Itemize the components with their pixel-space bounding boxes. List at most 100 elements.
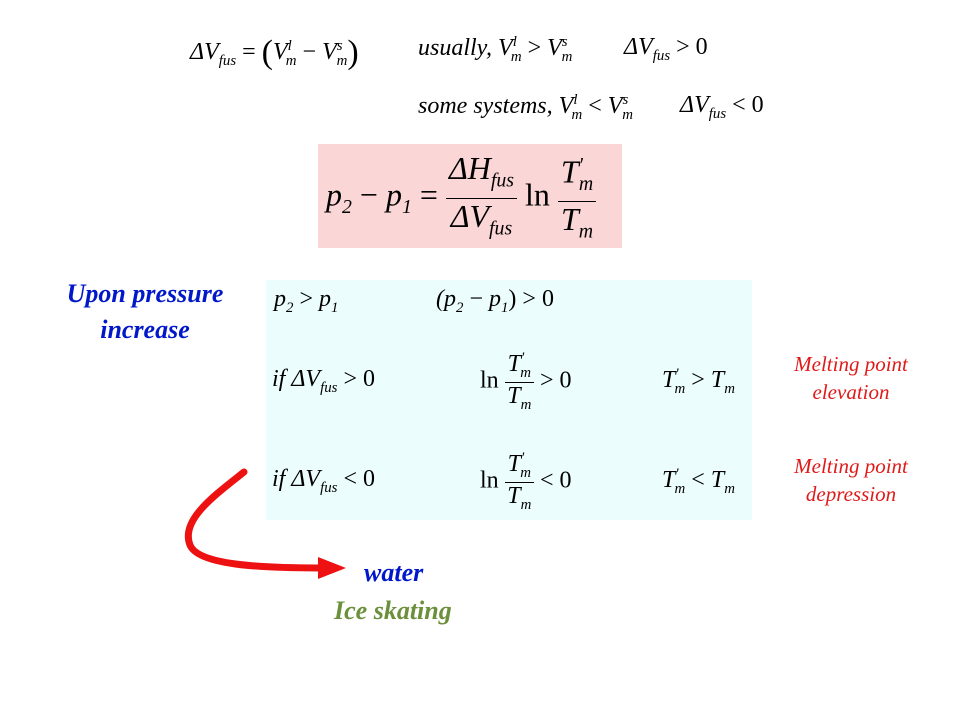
row-tm-depressed: T'm < Tm <box>662 466 735 498</box>
curved-arrow-icon <box>184 468 346 579</box>
ln-operator: ln <box>480 467 499 494</box>
m-sub: m <box>510 48 522 65</box>
l-sup: l <box>573 92 578 108</box>
t-symbol: T <box>507 482 521 509</box>
t-prime-symbol: T <box>662 367 676 393</box>
gt-zero: > 0 <box>676 34 708 60</box>
row-ln-negative: ln T'm Tm < 0 <box>480 450 572 514</box>
v-solid: V <box>322 39 337 65</box>
fus-sub: fus <box>320 479 338 496</box>
clapeyron-equation: p2 − p1 = ΔHfus ΔVfus ln T'm Tm <box>326 148 597 248</box>
m-sub: m <box>561 48 573 65</box>
m-sub: m <box>520 364 531 381</box>
l-sup: l <box>287 38 292 54</box>
melting-point-depression-note: Melting point depression <box>794 454 908 506</box>
sub-1: 1 <box>500 299 509 316</box>
sub-1: 1 <box>330 299 339 316</box>
t-prime-symbol: T <box>507 351 522 377</box>
some-systems-result: ΔVfus < 0 <box>680 92 764 123</box>
fus-sub: fus <box>489 217 513 240</box>
m-sub: m <box>520 396 532 413</box>
v-liquid: V <box>558 93 574 119</box>
fus-sub: fus <box>320 379 338 396</box>
m-sub: m <box>520 464 531 481</box>
m-sub: m <box>336 52 348 69</box>
fus-sub: fus <box>218 52 237 69</box>
s-sup: s <box>561 34 568 50</box>
t-symbol: T <box>710 467 725 493</box>
lt-zero: < 0 <box>539 467 572 494</box>
p2-symbol: p <box>274 286 286 312</box>
lt-zero: < 0 <box>343 466 375 492</box>
temperature-fraction: T'm Tm <box>504 350 534 414</box>
delta-v-fus-definition: ΔVfus = (Vlm − Vsm) <box>190 34 359 72</box>
less-than: < <box>691 467 705 493</box>
m-sub: m <box>724 480 735 497</box>
close-paren: ) <box>347 34 359 71</box>
dh-symbol: ΔH <box>448 150 491 187</box>
m-sub: m <box>520 496 532 513</box>
m-sub: m <box>674 380 686 397</box>
m-sub: m <box>571 106 583 123</box>
gt-zero: > 0 <box>343 366 375 392</box>
usually-line: usually, Vlm > Vsm <box>418 34 572 66</box>
row-p2-gt-p1: p2 > p1 <box>274 286 338 317</box>
clapeyron-equation-box <box>318 144 622 248</box>
less-than: < <box>588 93 602 119</box>
some-systems-label: some systems, <box>418 93 553 119</box>
s-sup: s <box>336 38 343 54</box>
m-sub: m <box>578 173 594 196</box>
prime-sup: ' <box>675 466 679 482</box>
greater-than: > <box>299 286 313 312</box>
dv-symbol: ΔV <box>680 92 709 118</box>
m-sub: m <box>622 106 633 123</box>
m-sub: m <box>578 220 594 243</box>
usually-label: usually, <box>418 35 493 61</box>
t-symbol: T <box>560 201 579 238</box>
minus-sign: − <box>302 39 317 65</box>
greater-than: > <box>527 35 542 61</box>
fus-sub: fus <box>708 105 727 122</box>
upon-pressure-increase-heading: Upon pressure increase <box>66 279 224 344</box>
t-prime-symbol: T <box>662 467 676 493</box>
v-solid: V <box>607 93 623 119</box>
dv-symbol: ΔV <box>624 34 653 60</box>
ice-skating-label: Ice skating <box>334 596 452 625</box>
m-sub: m <box>285 52 297 69</box>
temperature-fraction: T'm Tm <box>557 148 597 248</box>
condition-box <box>266 280 752 520</box>
t-prime-symbol: T <box>560 153 579 190</box>
usually-result: ΔVfus > 0 <box>624 34 708 65</box>
greater-than: > <box>691 367 705 393</box>
dv-symbol: ΔV <box>450 197 490 234</box>
sub-1: 1 <box>401 195 412 218</box>
dv-symbol: ΔV <box>190 39 219 65</box>
if-label: if <box>272 466 286 492</box>
open-paren: ( <box>261 34 273 71</box>
gt-zero: ) > 0 <box>508 286 554 312</box>
lt-zero: < 0 <box>732 92 764 118</box>
prime-sup: ' <box>578 154 583 176</box>
p2-symbol: p <box>326 176 342 213</box>
water-label: water <box>364 558 424 587</box>
p1-symbol: p <box>488 286 501 312</box>
temperature-fraction: T'm Tm <box>504 450 534 514</box>
prime-sup: ' <box>675 366 679 382</box>
dv-symbol: ΔV <box>291 366 321 392</box>
m-sub: m <box>724 380 735 397</box>
ln-operator: ln <box>480 367 499 394</box>
l-sup: l <box>512 34 517 50</box>
ln-operator: ln <box>524 176 550 213</box>
minus-sign: − <box>469 286 483 312</box>
prime-sup: ' <box>521 450 525 466</box>
some-systems-line: some systems, Vlm < Vsm <box>418 92 633 124</box>
sub-2: 2 <box>342 195 352 218</box>
melting-point-elevation-note: Melting point elevation <box>794 352 908 404</box>
sub-2: 2 <box>456 299 464 316</box>
p2-symbol: (p <box>436 286 456 312</box>
v-liquid: V <box>272 39 288 65</box>
row-diff-gt-zero: (p2 − p1) > 0 <box>436 286 554 317</box>
equals-sign: = <box>242 39 256 65</box>
row-if-dv-negative: if ΔVfus < 0 <box>272 466 375 497</box>
gt-zero: > 0 <box>539 367 572 394</box>
